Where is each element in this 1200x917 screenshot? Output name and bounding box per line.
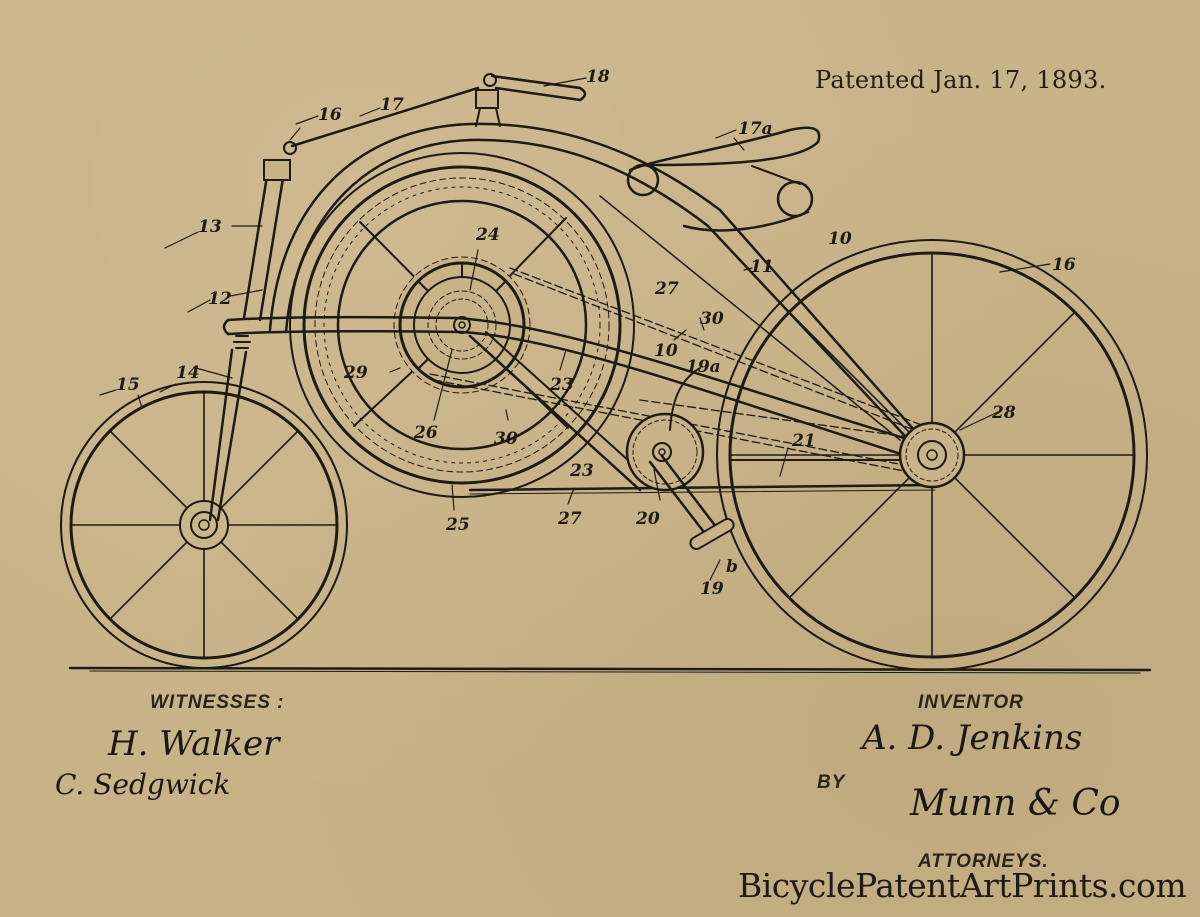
witness-signature: C. Sedgwick [55, 768, 231, 801]
ref-numeral: 16 [318, 105, 342, 125]
witnesses-label: WITNESSES : [150, 692, 285, 713]
ref-numeral: 17 [380, 95, 404, 115]
ref-numeral: 11 [750, 257, 774, 277]
ref-numeral: 28 [991, 403, 1016, 423]
chain-stay [468, 459, 937, 495]
ref-numeral: 12 [208, 289, 232, 309]
ref-numeral: 19 [700, 579, 724, 599]
front-fork [208, 141, 297, 522]
ref-numeral: 10 [828, 229, 852, 249]
handlebar [290, 73, 587, 148]
ref-numeral: 20 [635, 509, 660, 529]
reference-numerals: 10 10 11 12 13 14 15 16 16 17 17a 18 19 … [116, 67, 1076, 599]
attorney-signature: Munn & Co [910, 783, 1121, 824]
saddle [626, 126, 821, 232]
ref-numeral: 17a [738, 119, 773, 139]
ref-numeral: 24 [475, 225, 500, 245]
attorneys-label: ATTORNEYS. [918, 851, 1049, 872]
ref-numeral: 23 [549, 375, 574, 395]
main-bar [222, 315, 932, 464]
ref-numeral: 23 [569, 461, 594, 481]
witness-signature: H. Walker [108, 724, 280, 764]
ref-numeral: 26 [413, 423, 438, 443]
watermark: BicyclePatentArtPrints.com [738, 866, 1187, 905]
ref-numeral: 14 [176, 363, 200, 383]
ref-numeral: 27 [557, 509, 582, 529]
front-wheel [60, 381, 348, 669]
leader-lines [99, 77, 1051, 581]
ref-numeral: 25 [445, 515, 470, 535]
by-label: BY [817, 772, 846, 793]
diagonal-strut [468, 331, 651, 492]
ref-numeral: 10 [654, 341, 678, 361]
ref-numeral: 19a [686, 357, 721, 377]
inventor-signature: A. D. Jenkins [862, 718, 1083, 758]
ground-line [68, 666, 1152, 674]
rear-hub [898, 421, 966, 489]
ref-numeral: 16 [1052, 255, 1076, 275]
ref-numeral: 27 [654, 279, 679, 299]
ref-numeral: 13 [198, 217, 222, 237]
drive-wheel [289, 152, 635, 498]
inventor-label: INVENTOR [918, 692, 1024, 713]
ref-numeral: 30 [700, 309, 724, 329]
ref-numeral: 15 [116, 375, 140, 395]
ref-numeral: 18 [586, 67, 610, 87]
ref-numeral: 29 [343, 363, 368, 383]
ref-numeral: b [726, 557, 738, 577]
pedal-sprocket [625, 367, 735, 550]
ref-numeral: 21 [791, 431, 816, 451]
ref-numeral: 30 [494, 429, 518, 449]
patent-date: Patented Jan. 17, 1893. [815, 66, 1107, 94]
